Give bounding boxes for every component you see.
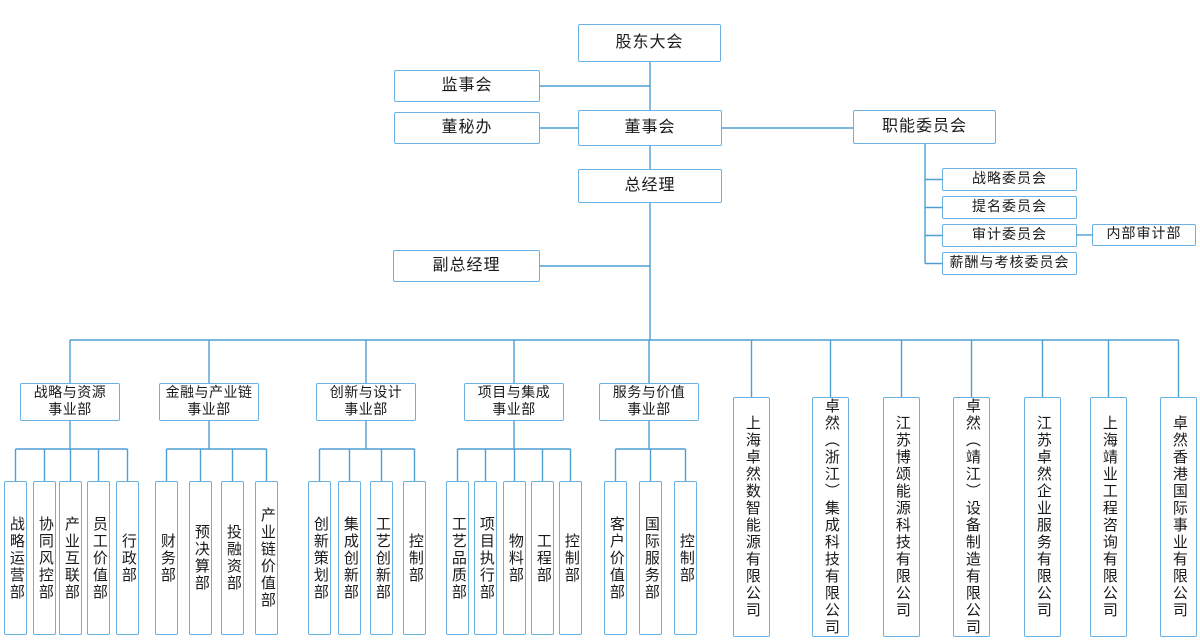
division-finance-industry-chain: 金融与产业链事业部: [159, 383, 259, 421]
node-internal-audit-dept: 内部审计部: [1092, 224, 1196, 246]
subsidiary-box: 卓然（靖江）设备制造有限公司: [953, 397, 990, 637]
subsidiary-box: 江苏卓然企业服务有限公司: [1024, 397, 1061, 637]
department-box: 控制部: [403, 481, 426, 635]
node-deputy-general-manager: 副总经理: [393, 250, 540, 282]
department-box: 工艺创新部: [370, 481, 393, 635]
node-board-of-directors: 董事会: [578, 110, 722, 146]
department-box: 控制部: [559, 481, 582, 635]
department-box: 物料部: [503, 481, 526, 635]
department-box: 项目执行部: [474, 481, 497, 635]
division-label: 战略与资源事业部: [33, 385, 107, 419]
department-box: 工艺品质部: [446, 481, 469, 635]
division-project-integration: 项目与集成事业部: [464, 383, 564, 421]
committee-box: 薪酬与考核委员会: [942, 252, 1077, 275]
department-box: 协同风控部: [33, 481, 56, 635]
division-label: 创新与设计事业部: [329, 385, 403, 419]
subsidiary-box: 卓然（浙江）集成科技有限公司: [812, 397, 849, 637]
department-box: 控制部: [674, 481, 697, 635]
division-service-value: 服务与价值事业部: [599, 383, 699, 421]
node-general-manager: 总经理: [578, 169, 722, 203]
division-innovation-design: 创新与设计事业部: [316, 383, 416, 421]
division-strategy-resources: 战略与资源事业部: [20, 383, 120, 421]
subsidiary-box: 上海靖业工程咨询有限公司: [1090, 397, 1127, 637]
committee-box: 审计委员会: [942, 224, 1077, 247]
subsidiary-box: 卓然香港国际事业有限公司: [1160, 397, 1197, 637]
department-box: 创新策划部: [308, 481, 331, 635]
department-box: 产业互联部: [59, 481, 82, 635]
division-label: 项目与集成事业部: [477, 385, 551, 419]
division-label: 金融与产业链事业部: [165, 385, 253, 419]
subsidiary-box: 上海卓然数智能源有限公司: [733, 397, 770, 637]
committee-box: 战略委员会: [942, 168, 1077, 191]
node-board-secretary-office: 董秘办: [394, 112, 540, 144]
department-box: 客户价值部: [604, 481, 627, 635]
department-box: 员工价值部: [87, 481, 110, 635]
node-functional-committee: 职能委员会: [853, 110, 996, 144]
department-box: 集成创新部: [338, 481, 361, 635]
division-label: 服务与价值事业部: [612, 385, 686, 419]
department-box: 工程部: [531, 481, 554, 635]
node-supervisory-board: 监事会: [394, 70, 540, 102]
department-box: 产业链价值部: [255, 481, 278, 635]
department-box: 行政部: [116, 481, 139, 635]
department-box: 投融资部: [221, 481, 244, 635]
department-box: 战略运营部: [4, 481, 27, 635]
department-box: 国际服务部: [639, 481, 662, 635]
subsidiary-box: 江苏博颂能源科技有限公司: [883, 397, 920, 637]
committee-box: 提名委员会: [942, 196, 1077, 219]
node-shareholders-meeting: 股东大会: [578, 24, 721, 62]
department-box: 预决算部: [189, 481, 212, 635]
department-box: 财务部: [155, 481, 178, 635]
